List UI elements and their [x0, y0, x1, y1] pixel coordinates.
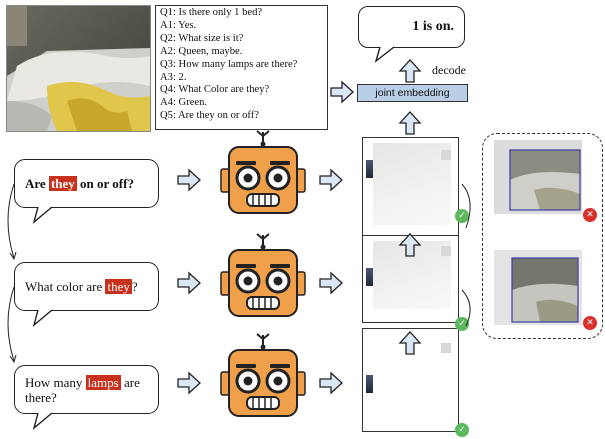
coref-highlight: they: [105, 279, 132, 294]
incorrect-attention-panel: [482, 133, 603, 339]
dialog-line: Q1: Is there only 1 bed?: [160, 7, 263, 18]
arrow-right-icon: [319, 372, 343, 394]
question-bubble-3: How many lamps are there?: [14, 365, 159, 414]
cross-icon: ✕: [583, 316, 597, 330]
question-3-text: How many lamps are there?: [25, 374, 140, 405]
arrow-up-icon: [399, 111, 421, 135]
arrow-up-icon: [399, 233, 421, 257]
answer-bubble: 1 is on.: [358, 6, 465, 48]
cross-icon: ✕: [583, 208, 597, 222]
coref-highlight: they: [48, 176, 77, 191]
dialog-line: A1: Yes.: [160, 19, 197, 31]
question-bubble-1: Are they on or off?: [14, 159, 159, 208]
dialog-line: Q3: How many lamps are there?: [160, 58, 298, 70]
decode-label: decode: [432, 63, 466, 77]
arrow-up-icon: [399, 331, 421, 355]
dialog-line: Q5: Are they on or off?: [160, 110, 259, 122]
check-icon: ✓: [455, 317, 469, 331]
robot-icon: [219, 129, 307, 215]
robot-icon: [219, 232, 307, 318]
arrow-right-icon: [319, 272, 343, 294]
arrow-right-icon: [177, 372, 201, 394]
coref-highlight: lamps: [85, 374, 121, 390]
check-icon: ✓: [455, 423, 469, 437]
question-bubble-2: What color are they?: [14, 262, 159, 311]
question-2-text: What color are they?: [25, 279, 138, 294]
arrow-right-icon: [177, 272, 201, 294]
wrong-attention-image-1: [494, 140, 582, 214]
bedroom-photo: [6, 5, 151, 132]
dialog-line: Q4: What Color are they?: [160, 84, 270, 96]
arrow-right-icon: [330, 81, 354, 103]
dialog-line: Q2: What size is it?: [160, 32, 244, 44]
dialog-history-box: Q1: Is there only 1 bed? A1: Yes. Q2: Wh…: [155, 5, 328, 130]
joint-embedding-box: joint embedding: [357, 84, 468, 102]
robot-icon: [219, 332, 307, 418]
arrow-right-icon: [319, 169, 343, 191]
dialog-line: A3: 2.: [160, 71, 187, 83]
question-1-text: Are they on or off?: [25, 176, 134, 191]
dialog-line: A4: Green.: [160, 97, 208, 109]
arrow-right-icon: [177, 169, 201, 191]
arrow-up-icon: [399, 59, 421, 83]
wrong-attention-image-2: [494, 250, 582, 325]
dialog-line: A2: Queen, maybe.: [160, 45, 243, 57]
check-icon: ✓: [455, 209, 469, 223]
